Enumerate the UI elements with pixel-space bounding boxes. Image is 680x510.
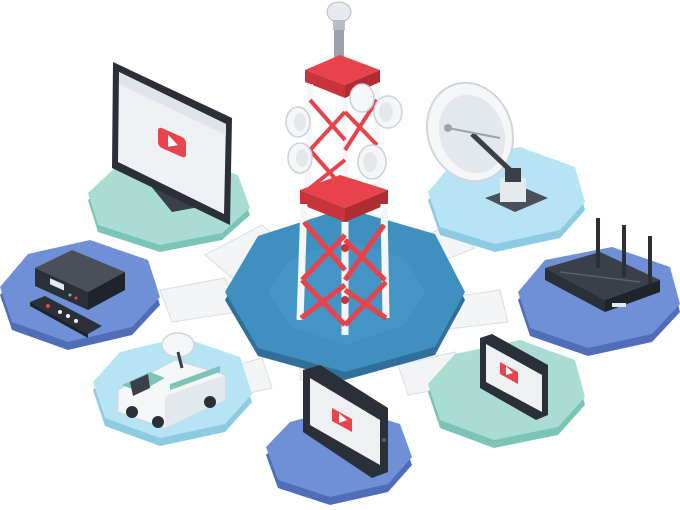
play-icon [500, 362, 518, 384]
wifi-router-icon [545, 218, 660, 312]
set-top-box-icon [35, 250, 125, 310]
broadcast-van-icon [117, 332, 226, 429]
satellite-dish-icon [425, 81, 548, 212]
play-icon [158, 127, 186, 158]
play-icon [332, 408, 352, 432]
tower-icon [285, 1, 403, 335]
television-icon [112, 62, 232, 225]
tablet-icon [303, 365, 388, 478]
smartphone-icon [480, 334, 548, 420]
remote-control-icon [30, 296, 102, 338]
